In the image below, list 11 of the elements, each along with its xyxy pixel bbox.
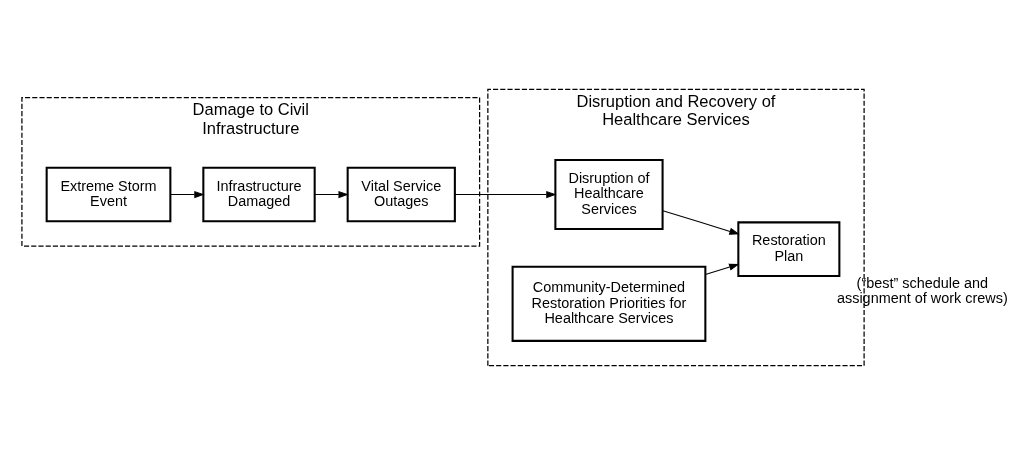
node-box: Disruption of Healthcare Services [554,158,664,230]
node-box: Restoration Plan [737,220,841,277]
arrow [704,263,740,275]
node-box: Infrastructure Damaged [202,166,316,222]
node-box: Extreme Storm Event [45,166,172,222]
node-box: Community-Determined Restoration Priorities for Healthcare Services [511,265,707,342]
arrow [314,190,349,198]
arrow [454,190,557,198]
arrow [662,209,740,235]
arrow [170,190,205,198]
node-box: Vital Service Outages [346,166,456,222]
